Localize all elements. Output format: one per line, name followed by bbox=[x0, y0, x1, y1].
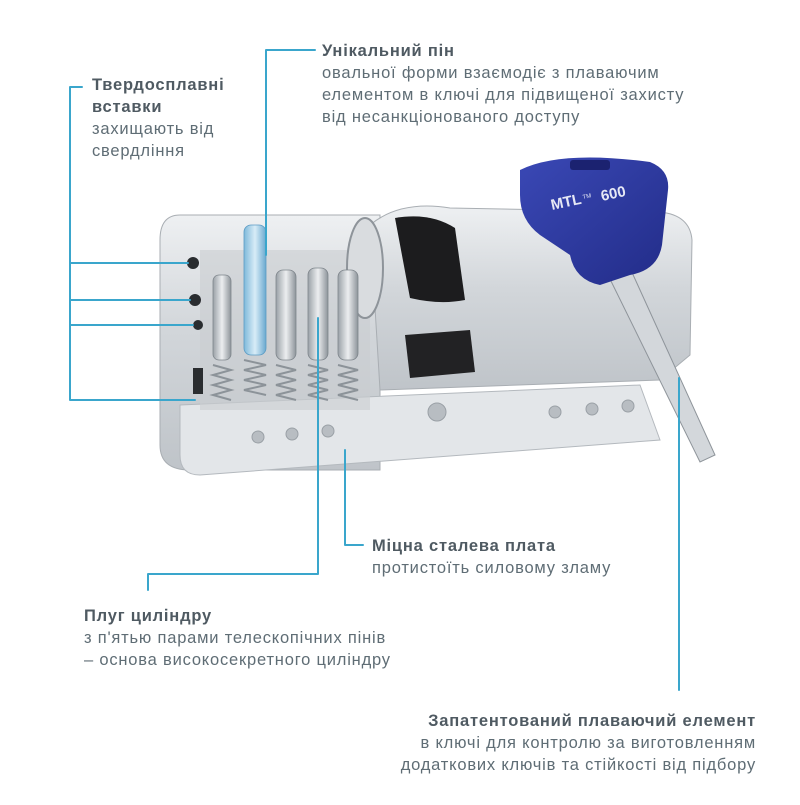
callout-floating-element-line-2: додаткових ключів та стійкості від підбо… bbox=[400, 756, 756, 774]
callout-cylinder-plug: Плуг циліндру з п'ятью парами телескопіч… bbox=[84, 605, 391, 671]
key-head bbox=[520, 157, 669, 285]
carbide-insert-3 bbox=[193, 320, 203, 330]
key-brand-label: MTL bbox=[549, 191, 583, 214]
leader-cylinder-plug bbox=[147, 317, 319, 591]
leader-steel-plate bbox=[344, 449, 364, 546]
carbide-insert-1 bbox=[187, 257, 199, 269]
callout-carbide-inserts: Твердосплавні вставки захищають від свер… bbox=[92, 74, 224, 162]
callout-cylinder-plug-line-2: – основа високосекретного циліндру bbox=[84, 651, 391, 669]
carbide-insert-2 bbox=[189, 294, 201, 306]
callout-steel-plate-line-1: протистоїть силовому зламу bbox=[372, 559, 612, 577]
cam bbox=[395, 216, 465, 303]
callout-carbide-inserts-line-2: свердління bbox=[92, 142, 185, 160]
callout-unique-pin-line-1: овальної форми взаємодіє з плаваючим bbox=[322, 64, 660, 82]
callout-unique-pin-title: Унікальний пін bbox=[322, 42, 455, 60]
callout-cylinder-plug-line-1: з п'ятью парами телескопічних пінів bbox=[84, 629, 387, 647]
callout-steel-plate: Міцна сталева плата протистоїть силовому… bbox=[372, 535, 611, 579]
pin-stack-1 bbox=[209, 274, 235, 401]
pin-stack-3 bbox=[275, 269, 297, 401]
callout-floating-element-line-1: в ключі для контролю за виготовленням bbox=[420, 734, 756, 752]
lower-bar-holes bbox=[251, 399, 635, 444]
pin-stack-5 bbox=[337, 269, 359, 401]
key-model-label: 600 bbox=[599, 183, 627, 205]
callout-unique-pin-line-2: елементом в ключі для підвищеної захисту bbox=[322, 86, 685, 104]
key-head-slot bbox=[570, 160, 610, 170]
callout-carbide-inserts-title-2: вставки bbox=[92, 98, 163, 116]
cam-lug bbox=[405, 330, 475, 378]
callout-cylinder-plug-title: Плуг циліндру bbox=[84, 607, 212, 625]
carbide-insert-4 bbox=[193, 368, 203, 394]
callout-floating-element: Запатентований плаваючий елемент в ключі… bbox=[296, 710, 756, 776]
pin-stack-2-highlighted bbox=[243, 224, 267, 396]
leader-unique-pin bbox=[265, 49, 316, 256]
callout-unique-pin-line-3: від несанкціонованого доступу bbox=[322, 108, 581, 126]
callout-unique-pin: Унікальний пін овальної форми взаємодіє … bbox=[322, 40, 684, 128]
callout-steel-plate-title: Міцна сталева плата bbox=[372, 537, 556, 555]
callout-floating-element-title: Запатентований плаваючий елемент bbox=[428, 712, 756, 730]
callout-carbide-inserts-title-1: Твердосплавні bbox=[92, 76, 225, 94]
leader-carbide-inserts bbox=[69, 86, 196, 401]
callout-carbide-inserts-line-1: захищають від bbox=[92, 120, 215, 138]
key-trademark: TM bbox=[582, 193, 592, 201]
